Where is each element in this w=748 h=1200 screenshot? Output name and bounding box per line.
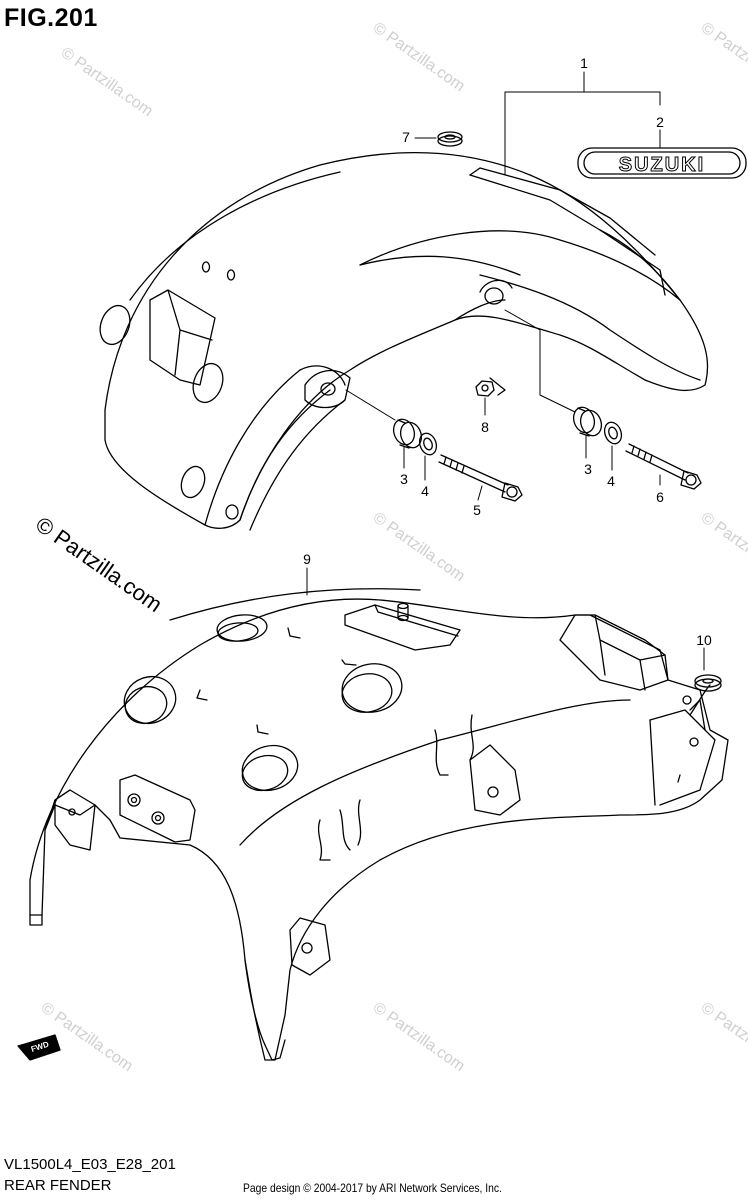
page-name: REAR FENDER (4, 1177, 112, 1194)
nut-8 (475, 380, 495, 397)
watermark: © Partzilla.com (370, 19, 468, 95)
callout-3-left: 3 (400, 471, 408, 487)
washer-4-left (418, 432, 438, 456)
callout-5: 5 (473, 502, 481, 518)
rear-fender-upper (99, 152, 709, 531)
grommet-10 (694, 674, 722, 692)
rear-fender-lower (29, 588, 729, 1061)
watermark: © Partzilla.com (698, 509, 748, 585)
spacer-3-right (572, 406, 603, 437)
callout-4-left: 4 (421, 483, 429, 499)
bolt-5 (438, 454, 523, 502)
callout-8: 8 (481, 419, 489, 435)
watermark: © Partzilla.com (370, 509, 468, 585)
watermark: © Partzilla.com (58, 44, 156, 120)
callout-9: 9 (303, 551, 311, 567)
figure-title: FIG.201 (4, 4, 98, 32)
suzuki-emblem (577, 147, 747, 179)
callout-3-right: 3 (584, 461, 592, 477)
bolt-6 (625, 443, 702, 490)
callout-1: 1 (580, 55, 588, 71)
watermark-large: © Partzilla.com (31, 512, 167, 618)
callout-numbers: 1 2 7 8 3 4 5 3 4 6 9 10 (303, 55, 712, 648)
watermark: © Partzilla.com (370, 999, 468, 1075)
fwd-arrow-icon (17, 1034, 61, 1061)
spacer-3-left (392, 418, 423, 449)
callout-6: 6 (656, 489, 664, 505)
callout-2: 2 (656, 114, 664, 130)
emblem-text: SUZUKI (619, 154, 705, 176)
callout-10: 10 (696, 632, 712, 648)
page-credit: Page design © 2004-2017 by ARI Network S… (243, 1181, 502, 1195)
callout-7: 7 (402, 129, 410, 145)
leader-lines-upper (345, 71, 661, 501)
leader-lines-lower (306, 567, 705, 671)
washer-4-right (603, 421, 623, 445)
grommet-7 (437, 131, 463, 147)
callout-4-right: 4 (607, 473, 615, 489)
watermark: © Partzilla.com (698, 19, 748, 95)
model-code: VL1500L4_E03_E28_201 (4, 1156, 176, 1173)
watermark: © Partzilla.com (698, 999, 748, 1075)
